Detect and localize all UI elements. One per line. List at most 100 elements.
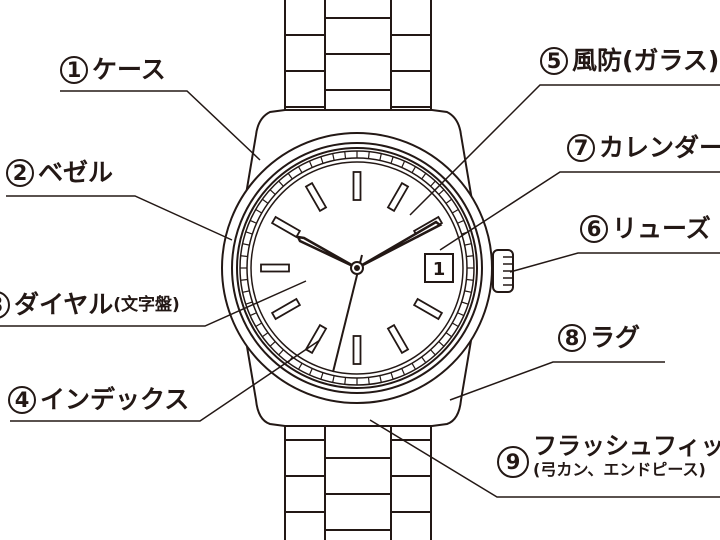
minute-tick	[242, 290, 250, 293]
number-badge: 3	[0, 291, 10, 319]
minute-tick	[245, 301, 253, 305]
dial	[250, 161, 464, 375]
number-badge: 5	[540, 47, 568, 75]
minute-tick	[411, 166, 417, 174]
leader-case	[60, 90, 261, 161]
bracelet	[284, 0, 432, 540]
leader-bezel	[6, 195, 233, 241]
label-text: ケース	[92, 55, 166, 84]
label-text: ダイヤル	[14, 290, 114, 319]
minute-tick	[438, 189, 445, 195]
minute-tick	[379, 153, 382, 161]
leader-end-piece	[369, 419, 720, 498]
minute-tick	[287, 172, 293, 180]
minute-tick	[278, 180, 284, 187]
minute-tick	[367, 377, 370, 385]
minute-tick	[390, 156, 394, 164]
minute-tick	[242, 243, 250, 246]
minute-tick	[261, 332, 269, 338]
minute-tick	[249, 219, 257, 224]
minute-tick	[344, 377, 347, 385]
minute-tick	[332, 375, 335, 383]
hour-index	[352, 171, 362, 201]
minute-tick	[464, 243, 472, 246]
hour-index	[270, 297, 302, 321]
minute-tick	[320, 372, 324, 380]
minute-tick	[261, 198, 269, 204]
leader-calendar	[439, 171, 720, 251]
minute-tick	[464, 290, 472, 293]
minute-tick	[461, 301, 469, 305]
minute-tick	[308, 368, 313, 376]
minute-tick	[430, 180, 436, 187]
minute-tick	[367, 151, 370, 159]
minute-tick	[430, 349, 436, 356]
hour-index	[304, 181, 328, 213]
chapter-ring-outer	[236, 147, 478, 389]
leader-lug	[449, 361, 665, 401]
minute-tick	[379, 375, 382, 383]
minute-tick	[466, 255, 474, 258]
minute-tick	[445, 332, 453, 338]
minute-tick	[308, 160, 313, 168]
minute-tick	[344, 151, 347, 159]
minute-tick	[411, 362, 417, 370]
leader-crown	[509, 252, 720, 273]
date-window	[424, 253, 454, 283]
minute-track-ticks	[240, 151, 474, 385]
minute-tick	[457, 219, 465, 224]
minute-tick	[297, 362, 303, 370]
date-number: 1	[433, 259, 446, 280]
minute-tick	[390, 372, 394, 380]
minute-tick	[278, 349, 284, 356]
hands	[295, 220, 443, 373]
minute-tick	[255, 208, 263, 214]
number-badge: 8	[558, 324, 586, 352]
hour-index	[352, 335, 362, 365]
label-dial: 3ダイヤル(文字盤)	[0, 290, 180, 320]
label-subtext: (文字盤)	[113, 295, 180, 315]
leader-glass	[409, 84, 720, 216]
label-text: カレンダー	[599, 133, 720, 162]
minute-tick	[245, 231, 253, 235]
leader-lines	[0, 84, 720, 498]
number-badge: 2	[6, 159, 34, 187]
number-badge: 7	[567, 134, 595, 162]
label-text: 風防(ガラス)	[572, 46, 720, 75]
hour-index	[386, 181, 410, 213]
leader-dial	[0, 280, 307, 327]
minute-tick	[421, 356, 427, 364]
minute-tick	[451, 322, 459, 328]
leader-index	[10, 339, 321, 422]
minute-tick	[320, 156, 324, 164]
number-badge: 9	[497, 446, 529, 478]
minute-tick	[297, 166, 303, 174]
minute-tick	[269, 189, 276, 195]
minute-tick	[451, 208, 459, 214]
label-text: ベゼル	[38, 158, 114, 187]
hour-hand	[295, 235, 358, 270]
minute-tick	[240, 278, 248, 281]
minute-tick	[421, 172, 427, 180]
minute-tick	[269, 341, 276, 347]
label-subtext: (弓カン、エンドピース)	[533, 460, 706, 479]
minute-tick	[457, 312, 465, 317]
label-text: フラッシュフィット	[533, 432, 720, 460]
minute-tick	[401, 368, 406, 376]
number-badge: 6	[580, 215, 608, 243]
minute-tick	[401, 160, 406, 168]
minute-hand	[356, 220, 443, 270]
number-badge: 1	[60, 56, 88, 84]
minute-tick	[438, 341, 445, 347]
minute-tick	[445, 198, 453, 204]
label-text: ラグ	[590, 323, 641, 352]
